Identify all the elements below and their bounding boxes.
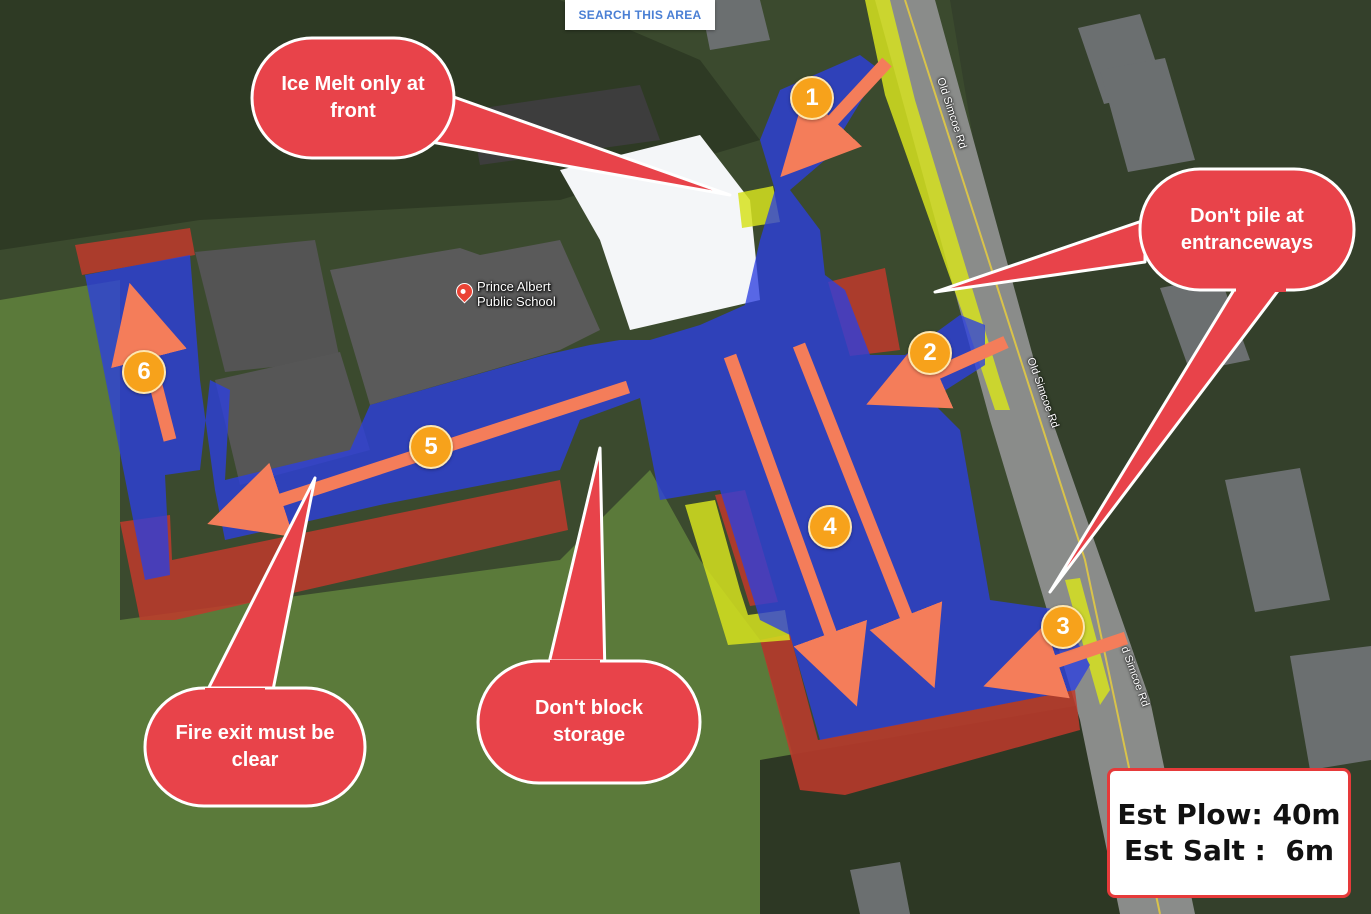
callout-bodies [143, 36, 1356, 808]
school-building [195, 85, 760, 485]
map-pin-icon [452, 279, 477, 304]
callout-fire-exit: Fire exit must be clear [175, 722, 335, 771]
step-badge-6: 6 [122, 350, 166, 394]
search-this-area-button[interactable]: SEARCH THIS AREA [565, 0, 715, 30]
school-label: Prince Albert Public School [477, 279, 556, 309]
estimate-plow: Est Plow: 40m [1117, 798, 1341, 831]
school-marker[interactable]: Prince Albert Public School [452, 279, 556, 309]
road [875, 0, 1195, 914]
estimate-salt: Est Salt : 6m [1123, 834, 1335, 867]
school-label-line1: Prince Albert [477, 279, 551, 294]
step-badge-3: 3 [1041, 605, 1085, 649]
estimate-box: Est Plow: 40m Est Salt : 6m [1107, 768, 1351, 898]
no-pile-zones [75, 228, 1080, 795]
step-badge-4: 4 [808, 505, 852, 549]
callout-storage: Don't block storage [534, 697, 644, 746]
callout-entranceways: Don't pile at entranceways [1180, 204, 1314, 254]
callout-ice-melt: Ice Melt only at front [281, 73, 425, 122]
step-badge-5: 5 [409, 425, 453, 469]
step-badge-2: 2 [908, 331, 952, 375]
step-badge-1: 1 [790, 76, 834, 120]
school-label-line2: Public School [477, 294, 556, 309]
